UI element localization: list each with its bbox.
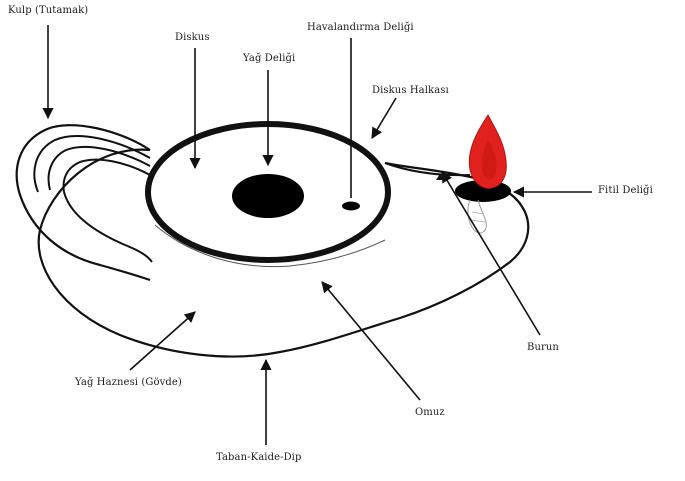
label-vent-hole: Havalandırma Deliği — [307, 22, 414, 33]
arrow-shoulder — [322, 282, 420, 400]
label-base: Taban-Kaide-Dip — [216, 452, 301, 463]
label-oil-hole: Yağ Deliği — [243, 53, 295, 64]
label-discus: Diskus — [175, 32, 210, 43]
oil-hole — [232, 174, 304, 218]
wick-detail — [471, 212, 485, 222]
label-handle: Kulp (Tutamak) — [8, 5, 88, 16]
label-shoulder: Omuz — [415, 407, 445, 418]
label-discus-ring: Diskus Halkası — [372, 85, 449, 96]
label-nozzle: Burun — [527, 342, 559, 353]
label-wick-hole: Fitil Deliği — [598, 185, 653, 196]
vent-hole — [342, 202, 360, 211]
label-oil-reservoir: Yağ Haznesi (Gövde) — [75, 377, 182, 388]
wick — [468, 200, 486, 233]
handle-inner — [64, 192, 152, 262]
arrow-discus-ring — [372, 98, 396, 138]
